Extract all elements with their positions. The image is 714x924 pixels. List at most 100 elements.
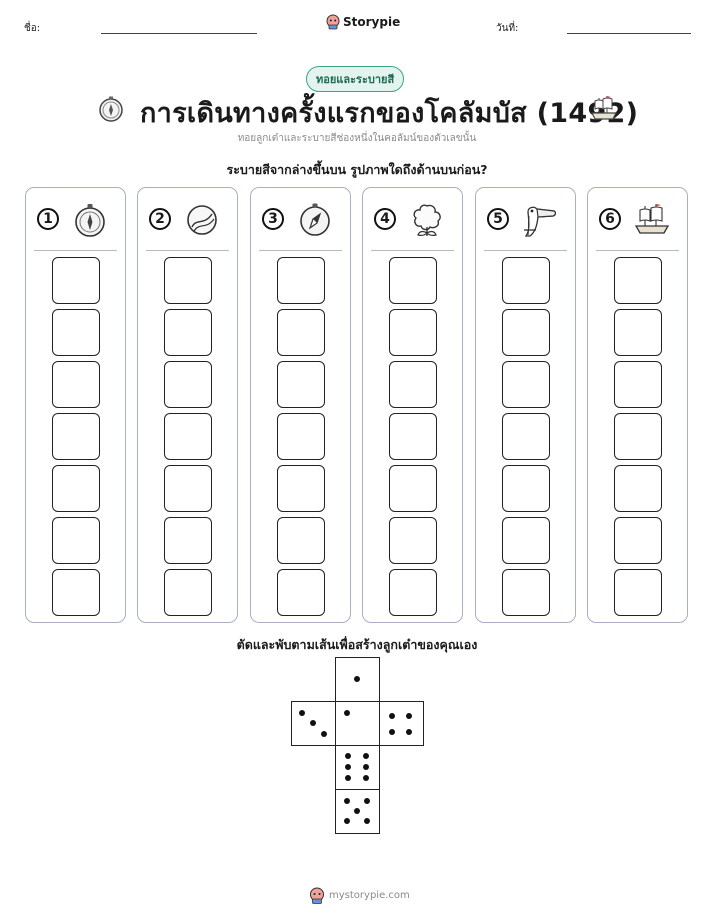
column-divider xyxy=(596,250,679,251)
brand-logo: Storypie xyxy=(326,14,400,30)
column-divider xyxy=(146,250,229,251)
question-text: ระบายสีจากล่างขึ้นบน รูปภาพใดถึงด้านบนก่… xyxy=(226,162,488,177)
color-cell[interactable] xyxy=(277,309,325,356)
dice-pip xyxy=(321,731,327,737)
column-5: 5 xyxy=(475,187,576,623)
dice-pip xyxy=(344,798,350,804)
column-4: 4 xyxy=(362,187,463,623)
dice-pip xyxy=(344,818,350,824)
color-cell[interactable] xyxy=(164,309,212,356)
dice-face-6 xyxy=(335,745,380,790)
cut-instruction: ตัดและพับตามเส้นเพื่อสร้างลูกเต๋าของคุณเ… xyxy=(236,637,478,652)
column-divider xyxy=(484,250,567,251)
dice-pip xyxy=(344,710,350,716)
footer: mystorypie.com xyxy=(309,887,410,904)
color-cell[interactable] xyxy=(502,309,550,356)
color-cell[interactable] xyxy=(389,517,437,564)
toucan-icon xyxy=(524,206,557,237)
dice-pip xyxy=(364,798,370,804)
dice-pip xyxy=(406,713,412,719)
color-cell[interactable] xyxy=(389,257,437,304)
color-cell[interactable] xyxy=(52,413,100,460)
color-cell[interactable] xyxy=(52,569,100,616)
color-cell[interactable] xyxy=(164,257,212,304)
color-cell[interactable] xyxy=(164,465,212,512)
compass-icon xyxy=(99,96,123,122)
color-cell[interactable] xyxy=(614,517,662,564)
color-cell[interactable] xyxy=(614,257,662,304)
brand-name: Storypie xyxy=(343,15,401,29)
page-title: การเดินทางครั้งแรกของโคลัมบัส (1492) xyxy=(140,98,639,129)
dice-pip xyxy=(406,729,412,735)
color-cell[interactable] xyxy=(614,465,662,512)
color-cell[interactable] xyxy=(502,257,550,304)
name-line[interactable] xyxy=(101,33,257,34)
color-cell[interactable] xyxy=(614,309,662,356)
column-3: 3 xyxy=(250,187,351,623)
color-cell[interactable] xyxy=(52,257,100,304)
color-cell[interactable] xyxy=(389,569,437,616)
ship-icon xyxy=(634,204,670,234)
dice-pip xyxy=(354,808,360,814)
color-cell[interactable] xyxy=(52,465,100,512)
footer-url[interactable]: mystorypie.com xyxy=(329,890,410,901)
color-cell[interactable] xyxy=(502,361,550,408)
dice-pip xyxy=(364,818,370,824)
dice-face-4 xyxy=(379,701,424,746)
page-subtitle: ทอยลูกเต๋าและระบายสีช่องหนึ่งในคอลัมน์ขอ… xyxy=(237,133,477,144)
dice-pip xyxy=(363,775,369,781)
color-cell[interactable] xyxy=(52,361,100,408)
color-cell[interactable] xyxy=(277,517,325,564)
color-cell[interactable] xyxy=(389,309,437,356)
column-1: 1 xyxy=(25,187,126,623)
color-cell[interactable] xyxy=(614,413,662,460)
dice-face-1 xyxy=(335,701,380,746)
marble-ball-icon xyxy=(187,205,217,235)
name-label: ชื่อ: xyxy=(24,23,41,34)
color-cell[interactable] xyxy=(389,465,437,512)
storypie-mascot-icon xyxy=(326,14,340,30)
color-cell[interactable] xyxy=(52,309,100,356)
color-cell[interactable] xyxy=(614,569,662,616)
color-cell[interactable] xyxy=(277,361,325,408)
color-cell[interactable] xyxy=(389,413,437,460)
navigation-compass-icon xyxy=(300,203,330,236)
dice-face-1 xyxy=(335,657,380,702)
color-cell[interactable] xyxy=(164,361,212,408)
color-cell[interactable] xyxy=(277,257,325,304)
color-cell[interactable] xyxy=(164,517,212,564)
storypie-mascot-icon xyxy=(310,887,324,904)
dice-pip xyxy=(389,729,395,735)
column-divider xyxy=(34,250,117,251)
dice-pip xyxy=(345,775,351,781)
column-number: 3 xyxy=(262,208,284,230)
color-cell[interactable] xyxy=(614,361,662,408)
color-cell[interactable] xyxy=(164,413,212,460)
dice-pip xyxy=(354,676,360,682)
date-label: วันที่: xyxy=(496,23,519,34)
dice-pip xyxy=(345,764,351,770)
column-number: 5 xyxy=(487,208,509,230)
column-number: 6 xyxy=(599,208,621,230)
color-cell[interactable] xyxy=(502,413,550,460)
color-cell[interactable] xyxy=(277,465,325,512)
color-cell[interactable] xyxy=(164,569,212,616)
cotton-plant-icon xyxy=(413,204,441,236)
color-cell[interactable] xyxy=(502,465,550,512)
ship-icon xyxy=(591,96,617,120)
column-number: 4 xyxy=(374,208,396,230)
color-cell[interactable] xyxy=(52,517,100,564)
column-number: 2 xyxy=(149,208,171,230)
activity-badge: ทอยและระบายสี xyxy=(306,66,405,92)
column-2: 2 xyxy=(137,187,238,623)
dice-pip xyxy=(363,753,369,759)
color-cell[interactable] xyxy=(502,569,550,616)
color-cell[interactable] xyxy=(389,361,437,408)
column-divider xyxy=(259,250,342,251)
color-cell[interactable] xyxy=(277,413,325,460)
date-line[interactable] xyxy=(567,33,691,34)
color-cell[interactable] xyxy=(277,569,325,616)
column-6: 6 xyxy=(587,187,688,623)
color-cell[interactable] xyxy=(502,517,550,564)
compass-icon xyxy=(75,204,105,237)
